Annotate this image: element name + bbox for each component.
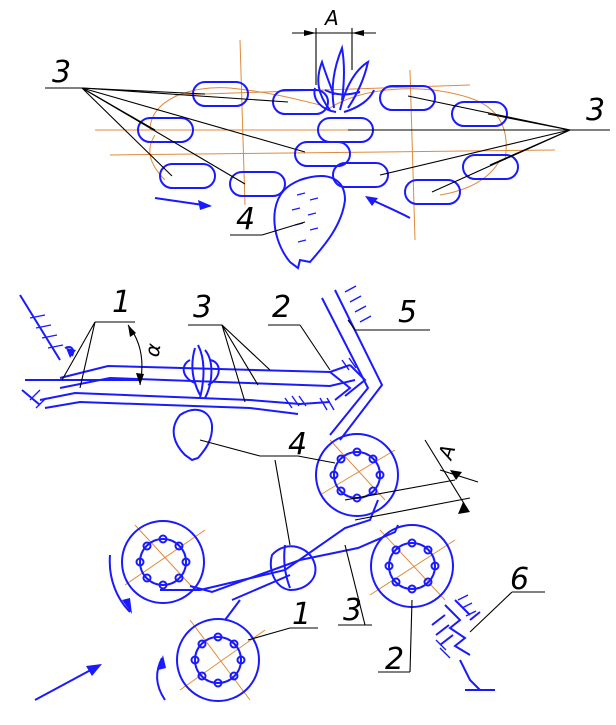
sprocket-left	[121, 520, 205, 604]
label-1-side: 1	[112, 285, 132, 320]
top-view	[45, 28, 610, 270]
top-center-lines	[95, 39, 565, 241]
beet-bottom	[270, 544, 317, 592]
label-2-bottom: 2	[385, 642, 405, 677]
label-3-left: 3	[52, 55, 72, 90]
leader-6	[469, 591, 545, 633]
leaders-4-mid	[199, 439, 336, 546]
leader-3-bottom	[338, 544, 372, 626]
bottom-view	[34, 433, 545, 702]
label-2-side: 2	[272, 290, 292, 325]
dimension-a-bottom	[344, 439, 479, 521]
leader-4-top	[230, 221, 306, 236]
leaders-3-right	[348, 95, 610, 193]
leaders-3-left	[45, 87, 306, 185]
motion-arrows-top	[154, 196, 411, 219]
leaders-1-side	[61, 321, 135, 389]
spring-hatch	[435, 594, 477, 659]
label-4-top: 4	[236, 202, 256, 237]
label-5: 5	[398, 295, 418, 330]
beet-side	[172, 344, 220, 462]
leader-2-bottom	[378, 599, 413, 673]
beet-leaves-top	[313, 44, 375, 113]
leader-2-side	[268, 324, 331, 371]
sprocket-lower	[176, 618, 260, 702]
label-1-bottom: 1	[292, 597, 312, 632]
conveyor-lugs	[137, 81, 519, 205]
right-frame-5	[321, 285, 430, 441]
leader-1-bottom	[247, 627, 318, 641]
label-3-right: 3	[586, 93, 606, 128]
label-6: 6	[510, 562, 530, 597]
bottom-center-lines	[124, 439, 456, 701]
feed-arrow	[34, 664, 102, 701]
label-3-mid: 3	[193, 290, 213, 325]
side-view	[19, 285, 430, 462]
beet-root-top	[273, 175, 347, 270]
chain-strands	[160, 499, 399, 621]
sprocket-upper	[315, 433, 399, 517]
label-4-mid: 4	[288, 427, 308, 462]
leaders-3-side	[188, 324, 271, 403]
label-3-bottom: 3	[343, 593, 363, 628]
dimension-a-top	[292, 28, 376, 85]
rail-hatching	[284, 357, 357, 411]
rotation-arrows	[108, 554, 166, 701]
label-dim-a-top: A	[325, 6, 339, 30]
angle-alpha	[127, 324, 144, 386]
